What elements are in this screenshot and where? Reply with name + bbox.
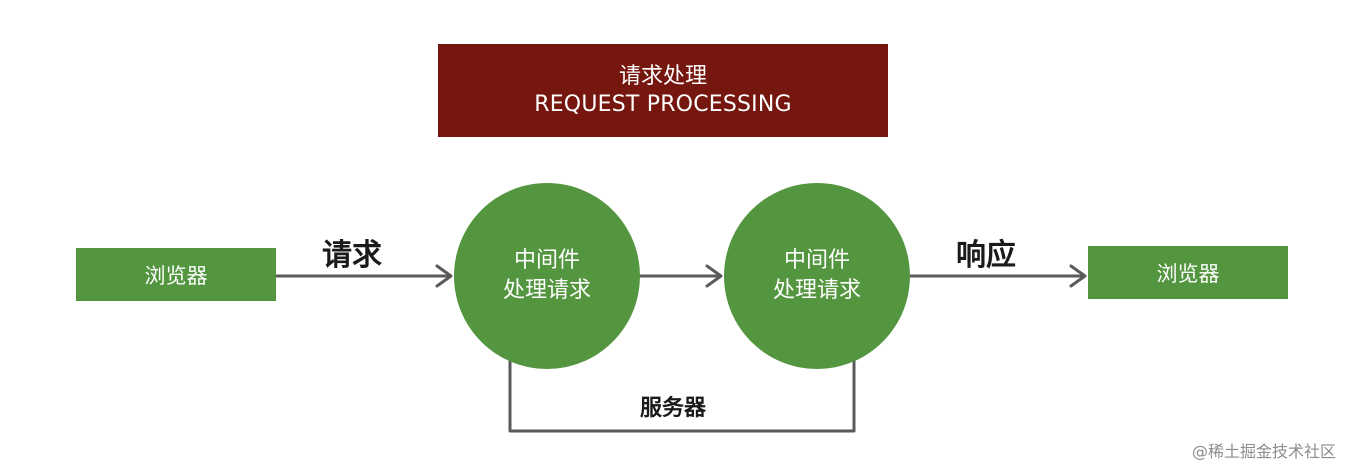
watermark-text: @稀土掘金技术社区 (1191, 442, 1336, 461)
browser-left-box: 浏览器 (76, 248, 276, 301)
title-banner: 请求处理 REQUEST PROCESSING (438, 44, 888, 137)
response-label: 响应 (956, 238, 1016, 273)
server-bracket (508, 354, 856, 433)
title-chinese: 请求处理 (618, 64, 707, 89)
middleware-2-line1: 中间件 (783, 248, 850, 274)
arrow-request-head (435, 264, 453, 288)
middleware-circle-2: 中间件 处理请求 (724, 183, 910, 369)
middleware-2-line2: 处理请求 (772, 278, 861, 303)
server-label: 服务器 (640, 396, 707, 421)
middleware-1-line1: 中间件 (513, 248, 580, 274)
request-label: 请求 (322, 238, 382, 273)
title-english: REQUEST PROCESSING (534, 91, 792, 117)
arrow-response-head (1069, 264, 1087, 288)
arrow-middle-head (705, 264, 723, 288)
middleware-1-line2: 处理请求 (502, 278, 591, 303)
middleware-circle-1: 中间件 处理请求 (454, 183, 640, 369)
browser-right-box: 浏览器 (1088, 246, 1288, 299)
